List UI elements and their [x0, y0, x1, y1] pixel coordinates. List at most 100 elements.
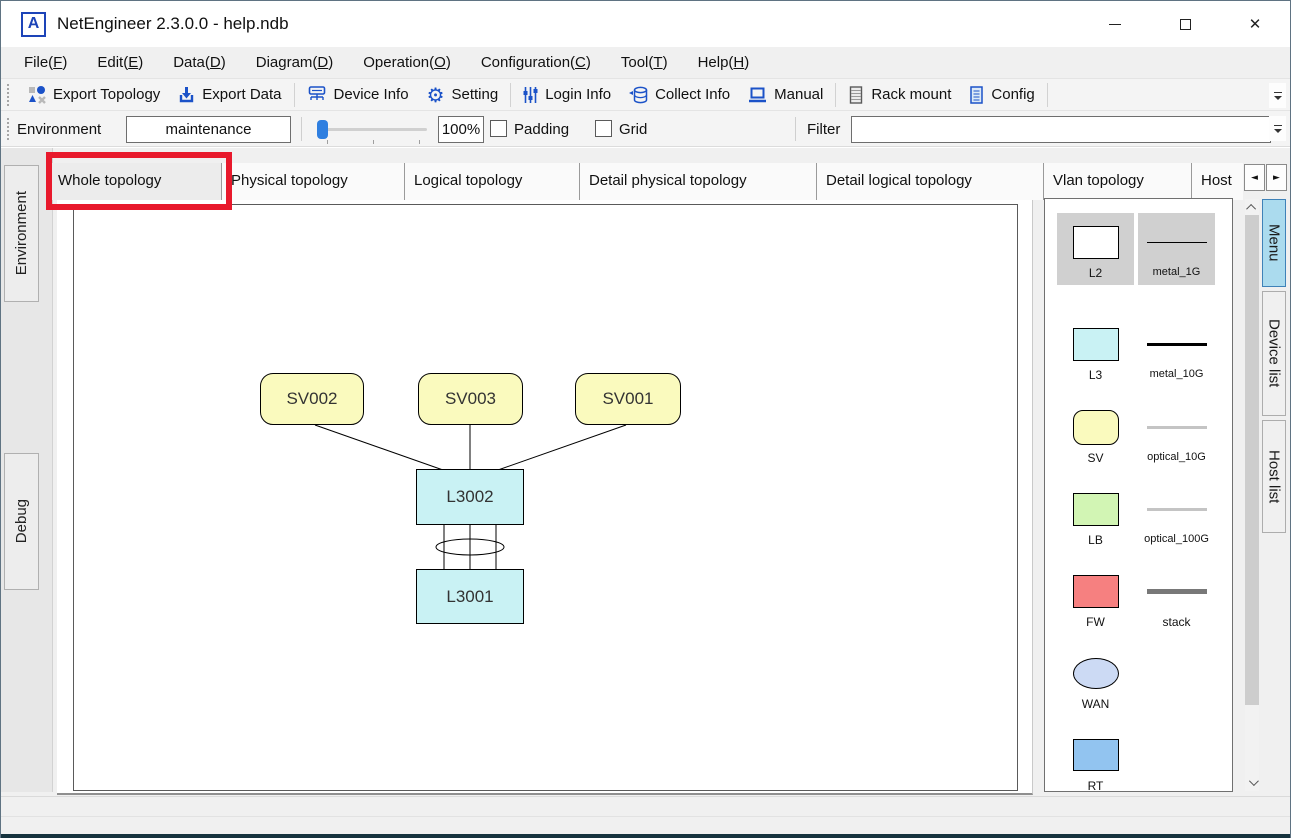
window-bottom-edge	[1, 834, 1290, 838]
palette-link-metal-1g[interactable]: metal_1G	[1138, 213, 1215, 285]
metal-1g-swatch	[1146, 241, 1207, 243]
node-sv001[interactable]: SV001	[575, 373, 681, 425]
optical-100g-swatch	[1146, 507, 1207, 511]
zoom-slider-track[interactable]	[323, 128, 427, 131]
tab-detail-logical-topology[interactable]: Detail logical topology	[816, 163, 1043, 200]
environment-select[interactable]: maintenance	[126, 116, 291, 143]
palette-link-stack[interactable]: stack	[1138, 562, 1215, 634]
filter-input[interactable]	[851, 116, 1271, 143]
sv-swatch	[1072, 409, 1119, 445]
optical-10g-swatch	[1146, 425, 1207, 429]
chevron-down-icon	[1273, 128, 1282, 133]
menu-operation[interactable]: Operation(O)	[363, 54, 451, 71]
zoom-slider[interactable]	[313, 115, 433, 144]
right-tab-device-list[interactable]: Device list	[1262, 291, 1286, 416]
maximize-button[interactable]	[1150, 1, 1220, 47]
device-icon	[307, 86, 327, 103]
manual-button[interactable]: Manual	[739, 81, 832, 109]
tab-logical-topology[interactable]: Logical topology	[404, 163, 579, 200]
device-info-button[interactable]: Device Info	[298, 81, 418, 109]
menu-file[interactable]: File(F)	[24, 54, 68, 71]
palette-device-l3[interactable]: L3	[1057, 315, 1134, 387]
sidebar-tab-debug[interactable]: Debug	[4, 453, 39, 590]
main-area: Environment Debug Whole topology Physica…	[1, 148, 1290, 796]
tab-host-topology[interactable]: Host	[1191, 163, 1243, 200]
scrollbar-thumb[interactable]	[1245, 215, 1259, 705]
toolbar-separator	[301, 117, 302, 141]
palette-panel: L2 metal_1G L3 metal_10G SV optical_10G	[1044, 198, 1233, 793]
close-button[interactable]: ✕	[1220, 1, 1290, 47]
tab-detail-physical-topology[interactable]: Detail physical topology	[579, 163, 816, 200]
tab-physical-topology[interactable]: Physical topology	[221, 163, 404, 200]
node-sv002[interactable]: SV002	[260, 373, 364, 425]
palette-device-wan[interactable]: WAN	[1057, 644, 1134, 716]
menu-help[interactable]: Help(H)	[697, 54, 750, 71]
grid-label: Grid	[619, 121, 648, 138]
palette-link-optical-10g[interactable]: optical_10G	[1138, 398, 1215, 470]
rt-swatch	[1072, 739, 1119, 771]
menu-data[interactable]: Data(D)	[173, 54, 226, 71]
sidebar-tab-environment[interactable]: Environment	[4, 165, 39, 302]
toolbar-grip[interactable]	[7, 83, 14, 106]
palette-scrollbar[interactable]	[1245, 199, 1259, 791]
database-icon	[629, 86, 648, 104]
right-tab-menu[interactable]: Menu	[1262, 199, 1286, 287]
menu-edit[interactable]: Edit(E)	[97, 54, 144, 71]
stack-swatch	[1146, 588, 1207, 594]
collect-info-button[interactable]: Collect Info	[620, 81, 739, 109]
download-icon	[178, 86, 195, 104]
config-button[interactable]: Config	[960, 81, 1043, 109]
tab-scroll-left-button[interactable]: ◄	[1244, 164, 1265, 191]
tab-scroll-right-button[interactable]: ►	[1266, 164, 1287, 191]
l2-swatch	[1072, 225, 1119, 259]
lb-swatch	[1072, 492, 1119, 526]
login-info-button[interactable]: Login Info	[514, 81, 620, 109]
toolbar-separator	[293, 82, 295, 107]
setting-button[interactable]: ⚙ Setting	[426, 82, 499, 107]
options-toolbar: Environment maintenance 100% Padding Gri…	[1, 111, 1290, 147]
zoom-slider-thumb[interactable]	[317, 120, 328, 139]
scroll-up-button[interactable]	[1245, 200, 1259, 215]
node-l3001[interactable]: L3001	[416, 569, 524, 624]
menu-configuration[interactable]: Configuration(C)	[480, 54, 591, 71]
toolbar-overflow-button[interactable]	[1269, 83, 1286, 108]
chevron-up-icon	[1245, 203, 1256, 214]
close-icon: ✕	[1248, 16, 1262, 33]
toolbar-separator	[795, 117, 796, 141]
palette-device-lb[interactable]: LB	[1057, 480, 1134, 552]
export-data-button[interactable]: Export Data	[169, 81, 290, 109]
node-sv003[interactable]: SV003	[418, 373, 523, 425]
annotation-highlight	[46, 152, 232, 210]
topology-canvas[interactable]: SV002 SV003 SV001 L3002 L3001	[73, 204, 1018, 791]
palette-device-l2[interactable]: L2	[1057, 213, 1134, 285]
toolbar-grip[interactable]	[7, 118, 14, 140]
minimize-button[interactable]	[1080, 1, 1150, 47]
tab-vlan-topology[interactable]: Vlan topology	[1043, 163, 1191, 200]
menu-tool[interactable]: Tool(T)	[620, 54, 668, 71]
overflow-icon	[1273, 124, 1282, 126]
node-l3002[interactable]: L3002	[416, 469, 524, 525]
topology-tabbar: Whole topology Physical topology Logical…	[49, 163, 1243, 200]
rack-icon	[848, 85, 864, 104]
wan-swatch	[1072, 657, 1119, 689]
laptop-icon	[748, 87, 767, 103]
palette-device-rt[interactable]: RT	[1057, 726, 1134, 798]
export-topology-button[interactable]: Export Topology	[19, 81, 169, 109]
scroll-down-button[interactable]	[1245, 775, 1259, 790]
rack-mount-button[interactable]: Rack mount	[839, 81, 960, 109]
palette-link-optical-100g[interactable]: optical_100G	[1138, 480, 1215, 552]
palette-device-sv[interactable]: SV	[1057, 398, 1134, 470]
palette-device-fw[interactable]: FW	[1057, 562, 1134, 634]
menu-diagram[interactable]: Diagram(D)	[255, 54, 334, 71]
padding-checkbox[interactable]	[490, 120, 507, 137]
window-title: NetEngineer 2.3.0.0 - help.ndb	[57, 14, 289, 33]
right-tab-host-list[interactable]: Host list	[1262, 420, 1286, 533]
toolbar-overflow-button[interactable]	[1269, 116, 1286, 141]
palette-link-metal-10g[interactable]: metal_10G	[1138, 315, 1215, 387]
metal-10g-swatch	[1146, 342, 1207, 346]
tab-whole-topology[interactable]: Whole topology	[49, 163, 221, 200]
title-bar: A NetEngineer 2.3.0.0 - help.ndb ✕	[1, 1, 1290, 47]
zoom-value-box[interactable]: 100%	[438, 116, 484, 143]
grid-checkbox[interactable]	[595, 120, 612, 137]
